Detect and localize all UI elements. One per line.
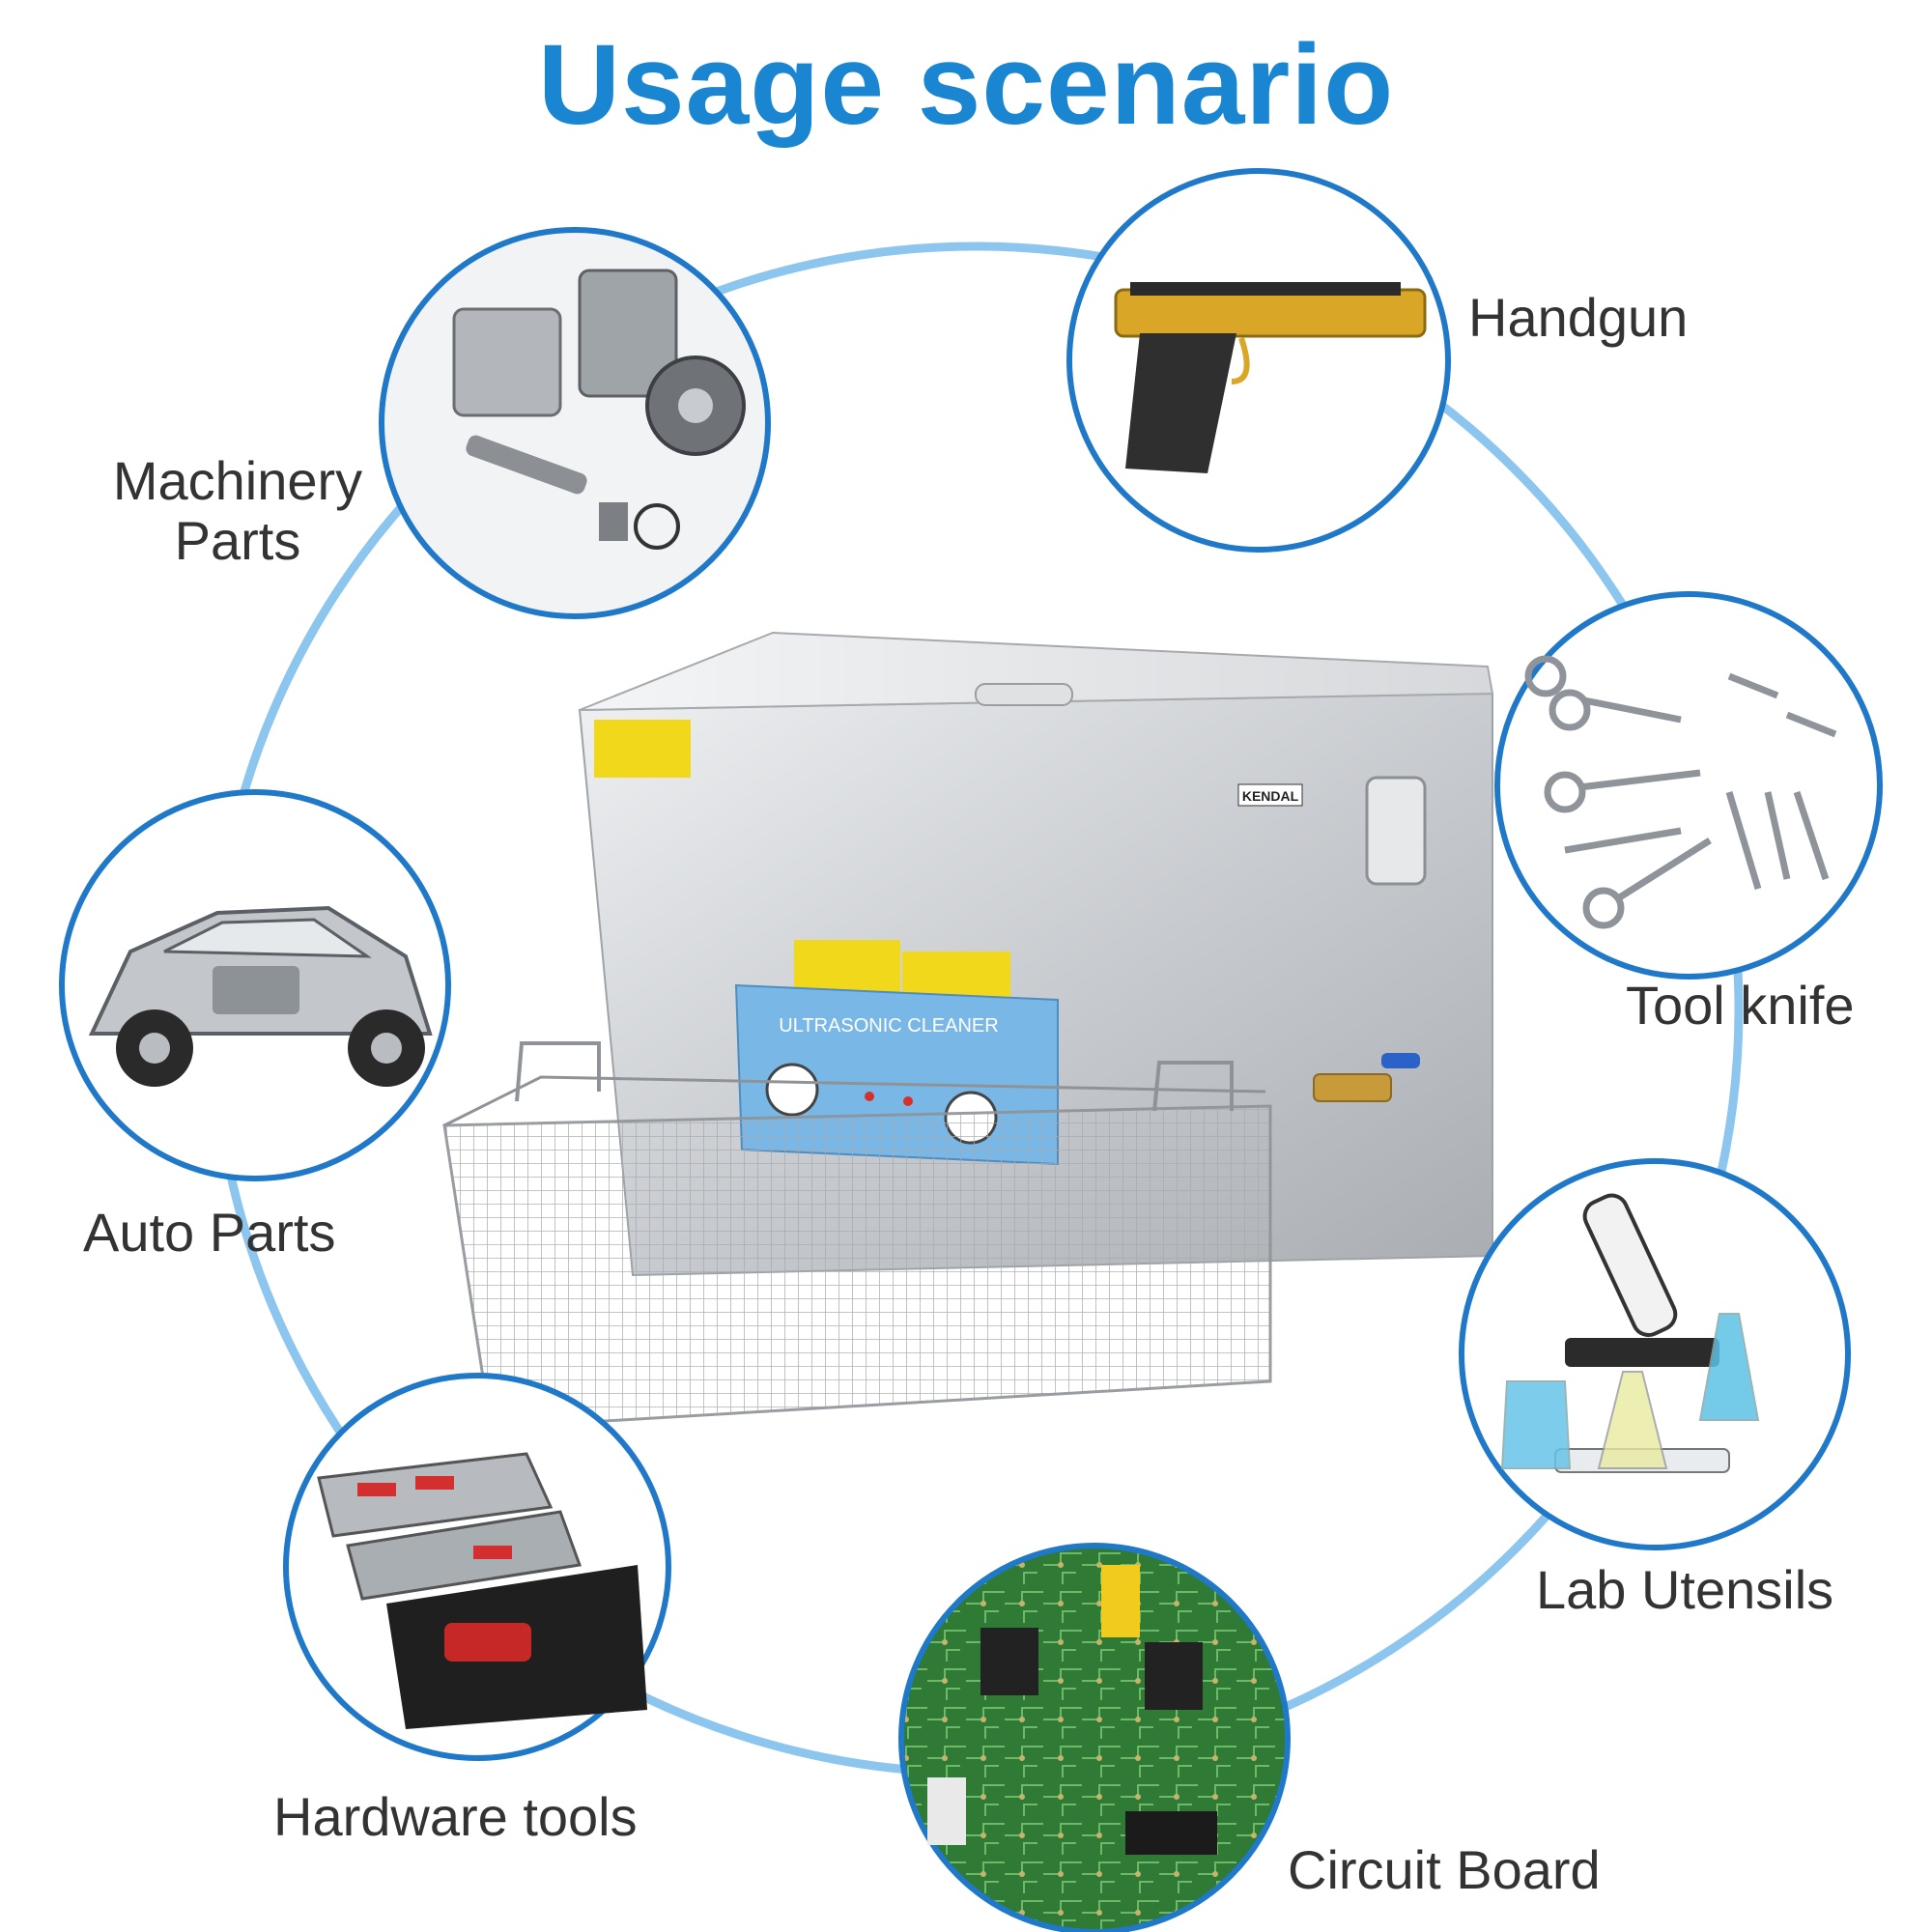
scenario-circle-tools [1494,591,1883,980]
label-machinery-line2: Parts [174,510,301,571]
ultrasonic-cleaner-icon: KENDAL ULTRASONIC CLEANER [442,631,1494,1430]
label-circuit-board: Circuit Board [1288,1839,1601,1900]
toolbox-icon [317,1452,647,1729]
label-hardware-tools: Hardware tools [273,1786,638,1847]
label-tool-knife: Tool knife [1626,975,1855,1036]
handgun-icon [1114,282,1427,473]
label-lab-utensils: Lab Utensils [1536,1559,1834,1620]
scenario-circle-handgun [1066,168,1451,553]
scenario-circle-auto [59,789,451,1181]
label-machinery: Machinery Parts [102,451,373,571]
drain-valve [1313,1073,1392,1102]
microscope-icon [1500,1193,1760,1473]
label-auto-parts: Auto Parts [83,1202,336,1263]
label-machinery-line1: Machinery [112,450,363,511]
scenario-circle-hardware [283,1373,671,1761]
scenario-circle-machinery [379,227,771,619]
surgical-tools-icon [1524,655,1837,929]
page-title: Usage scenario [537,21,1395,149]
panel-label: ULTRASONIC CLEANER [779,1015,998,1037]
car-icon [88,905,433,1087]
mesh-basket [442,1104,1272,1430]
scenario-circle-circuit [898,1543,1291,1932]
label-handgun: Handgun [1468,287,1689,348]
scenario-circle-lab [1459,1158,1851,1550]
brand-label: KENDAL [1242,788,1299,804]
machinery-parts-icon [452,269,746,550]
timer-knob [765,1063,819,1117]
circuit-board-icon [927,1565,1217,1855]
